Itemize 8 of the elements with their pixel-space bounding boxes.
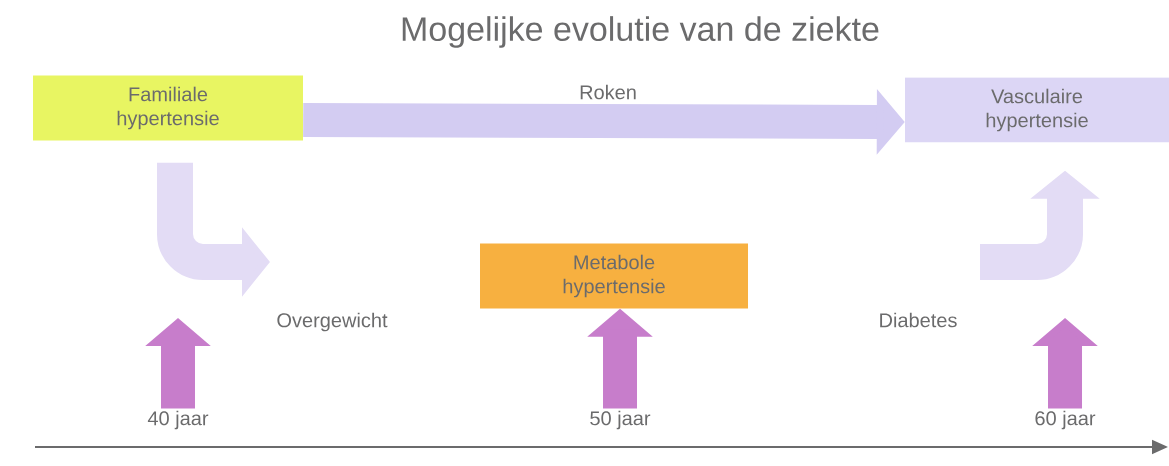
title: Mogelijke evolutie van de ziekte bbox=[402, 16, 879, 48]
age-label: 40 jaar bbox=[147, 410, 209, 430]
edge-label: Overgewicht bbox=[274, 310, 390, 334]
age-label: 50 jaar bbox=[590, 410, 651, 430]
process-box: Vasculaire hypertensie bbox=[905, 77, 1169, 143]
process-box: Metabole hypertensie bbox=[480, 243, 748, 309]
process-box: Familiale hypertensie bbox=[33, 75, 303, 141]
age-label: 60 jaar bbox=[1035, 410, 1096, 430]
